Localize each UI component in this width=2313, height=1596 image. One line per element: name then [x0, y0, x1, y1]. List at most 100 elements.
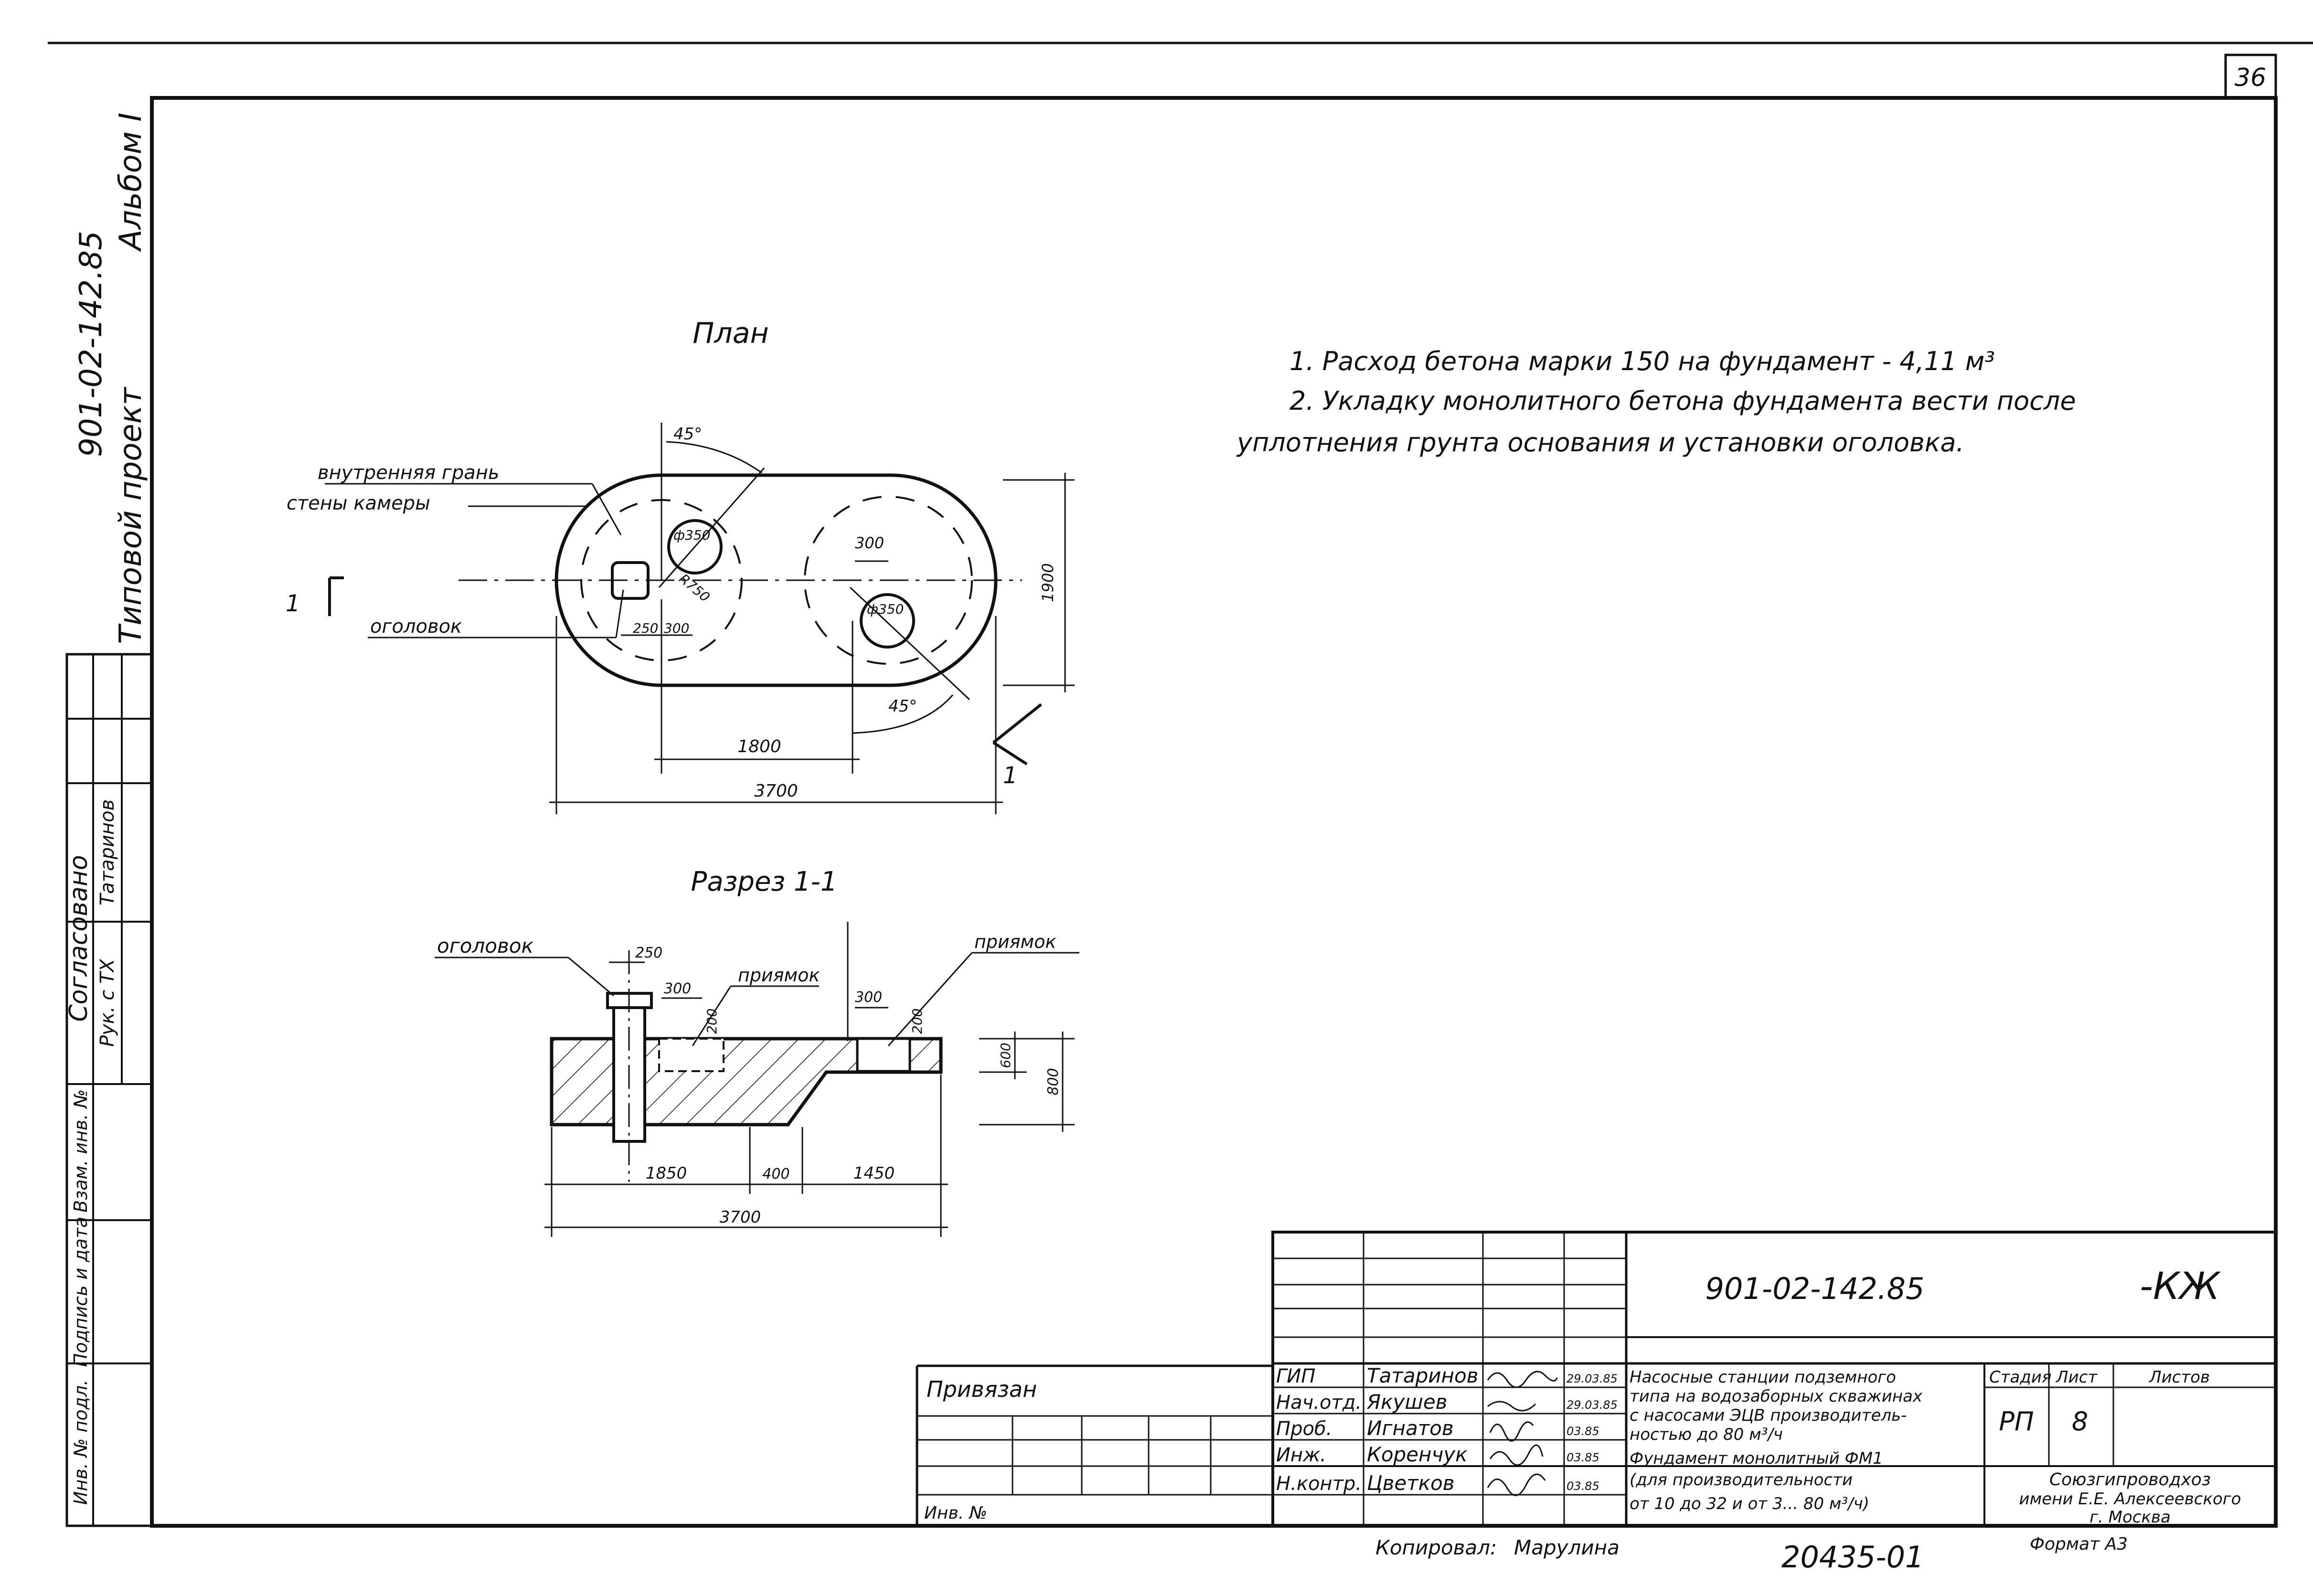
tb-role: Проб. [1276, 1418, 1332, 1440]
note-line-1: 1. Расход бетона марки 150 на фундамент … [1290, 346, 1995, 376]
tb-sheets-header: Листов [2148, 1368, 2210, 1387]
tb-desc2-l3: от 10 до 32 и от 3... 80 м³/ч) [1630, 1494, 1869, 1513]
side-project-type: Типовой проект [113, 387, 149, 644]
left-stamp-strip: Согласовано Татаринов Рук. с ТХ Взам. ин… [64, 653, 153, 1527]
signature-5 [1487, 1473, 1546, 1496]
plan-wall-label-1: внутренняя грань [318, 462, 500, 484]
side-album: Альбом I [113, 113, 149, 253]
section-dim-800: 800 [1045, 1068, 1062, 1095]
plan-view: План внутренняя грань стены камеры оголо… [286, 317, 1075, 814]
tb-date: 03.85 [1567, 1479, 1599, 1493]
plan-dim-300-left: 300 [664, 620, 689, 636]
notes: 1. Расход бетона марки 150 на фундамент … [1236, 346, 2076, 458]
section-pit-left [658, 1038, 725, 1072]
side-sign-date: Подпись и дата [70, 1217, 91, 1367]
note-line-2: 2. Укладку монолитного бетона фундамента… [1290, 386, 2076, 416]
plan-section-mark-right: 1 [1003, 762, 1018, 789]
plan-head-square [611, 561, 650, 600]
footer-copied: Копировал: [1375, 1536, 1497, 1559]
side-agreed: Согласовано [64, 855, 93, 1021]
tb-desc1-l3: с насосами ЭЦВ производитель- [1630, 1406, 1907, 1425]
tb-bound: Привязан [927, 1376, 1037, 1402]
section-dim-300-b: 300 [855, 989, 882, 1006]
section-title: Разрез 1-1 [691, 866, 838, 897]
plan-dim-3700: 3700 [754, 781, 798, 801]
tb-desc2-l2: (для производительности [1630, 1470, 1853, 1490]
tb-name: Татаринов [1367, 1364, 1478, 1387]
tb-date: 29.03.85 [1567, 1372, 1618, 1385]
plan-dim-250: 250 [633, 620, 658, 636]
plan-dim-1800: 1800 [737, 737, 781, 756]
tb-date: 03.85 [1567, 1451, 1599, 1464]
title-block: 901-02-142.85 -КЖ Привязан Инв. № ГИП На… [916, 1231, 2277, 1527]
tb-stage-value: РП [1999, 1406, 2034, 1436]
plan-well-circle-right [804, 496, 973, 665]
plan-dia-right: ф350 [867, 601, 904, 617]
section-pit-right [856, 1037, 911, 1073]
section-dim-1450: 1450 [853, 1164, 895, 1183]
section-slab [550, 1037, 943, 1127]
tb-name: Коренчук [1367, 1443, 1468, 1466]
plan-angle-top: 45° [673, 425, 702, 444]
side-tatarinov: Татаринов [96, 799, 118, 905]
tb-org-l3: г. Москва [2089, 1508, 2171, 1527]
tb-name: Игнатов [1367, 1416, 1454, 1440]
side-inv-exchange: Взам. инв. № [70, 1089, 91, 1213]
page-number: 36 [2235, 64, 2266, 92]
tb-desc2-l1: Фундамент монолитный ФМ1 [1630, 1449, 1883, 1468]
tb-role: Н.контр. [1276, 1473, 1362, 1495]
note-line-3: уплотнения грунта основания и установки … [1236, 427, 1964, 458]
section-dim-3700: 3700 [720, 1208, 761, 1227]
section-dim-200-a: 200 [704, 1009, 720, 1034]
tb-org-l2: имени Е.Е. Алексеевского [2019, 1490, 2241, 1509]
side-project-code: 901-02-142.85 [74, 231, 109, 457]
section-dim-600: 600 [998, 1043, 1013, 1068]
section-dim-1850: 1850 [646, 1164, 687, 1183]
signature-2 [1487, 1401, 1536, 1412]
tb-stage-header: Стадия [1989, 1368, 2051, 1387]
tb-name: Якушев [1366, 1390, 1447, 1414]
plan-dim-300-right: 300 [855, 534, 884, 552]
side-inv-original: Инв. № подл. [70, 1380, 91, 1505]
plan-head-label: оголовок [370, 616, 462, 638]
signature-1 [1487, 1371, 1558, 1388]
tb-role: Нач.отд. [1276, 1392, 1362, 1414]
plan-angle-bottom: 45° [888, 697, 917, 716]
tb-mark: -КЖ [2140, 1265, 2221, 1308]
drawing-frame [150, 96, 2278, 1528]
section-pit-label-right: приямок [974, 931, 1056, 952]
side-head-tx: Рук. с ТХ [96, 958, 118, 1047]
plan-section-mark-left: 1 [286, 590, 300, 617]
section-view: Разрез 1-1 оголовок приямок приямок 250 … [435, 866, 1079, 1237]
footer-doc-number: 20435-01 [1781, 1540, 1924, 1575]
footer-format: Формат А3 [2030, 1534, 2128, 1554]
plan-wall-label-2: стены камеры [287, 492, 430, 514]
section-dim-200-b: 200 [909, 1009, 925, 1034]
signature-4 [1489, 1444, 1544, 1466]
tb-org-l1: Союзгипроводхоз [2049, 1470, 2211, 1490]
section-pit-label-left: приямок [738, 965, 820, 986]
plan-dim-1900: 1900 [1039, 563, 1057, 602]
section-dim-400: 400 [762, 1166, 789, 1182]
section-head-label: оголовок [437, 934, 533, 958]
plan-dim-r750: R750 [676, 571, 713, 605]
tb-date: 29.03.85 [1567, 1398, 1618, 1412]
plan-pit-circle-left [667, 519, 723, 575]
plan-pit-circle-right [860, 593, 915, 649]
tb-desc1-l2: типа на водозаборных скважинах [1630, 1387, 1923, 1406]
plan-dia-left: ф350 [673, 527, 710, 543]
footer-copier: Марулина [1514, 1536, 1620, 1559]
tb-role: ГИП [1276, 1365, 1315, 1387]
signature-3 [1489, 1421, 1534, 1442]
tb-inv-no: Инв. № [924, 1503, 987, 1523]
page-number-box [2224, 53, 2277, 99]
tb-desc1-l4: ностью до 80 м³/ч [1630, 1425, 1783, 1444]
tb-code: 901-02-142.85 [1705, 1271, 1925, 1306]
section-dim-300-a: 300 [664, 980, 691, 997]
tb-date: 03.85 [1567, 1425, 1599, 1438]
section-dim-250: 250 [635, 945, 662, 961]
plan-title: План [693, 317, 768, 350]
tb-sheet-value: 8 [2072, 1406, 2088, 1436]
tb-name: Цветков [1367, 1471, 1454, 1495]
